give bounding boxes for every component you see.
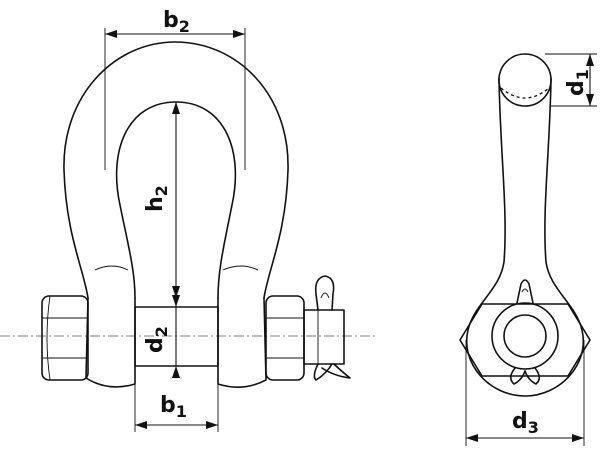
dimension-h2	[172, 102, 180, 298]
side-view	[459, 53, 597, 446]
bow-outer-outline	[63, 41, 289, 299]
label-d2: d2	[143, 326, 171, 353]
right-hex-nut	[265, 295, 305, 381]
label-b1: b1	[160, 393, 187, 421]
side-top-hidden-line	[500, 87, 550, 99]
dimension-d3	[465, 340, 585, 446]
pin-end	[303, 309, 345, 365]
left-eye-curve	[94, 265, 129, 271]
left-hex-nut	[41, 295, 89, 381]
dimension-b1	[134, 366, 219, 432]
cotter-pin	[313, 275, 351, 381]
side-inner-ring	[503, 314, 547, 358]
side-outer-ring	[491, 302, 559, 370]
dimension-b2	[104, 28, 246, 170]
right-eye-body	[217, 297, 267, 388]
label-d1: d1	[564, 69, 592, 96]
right-eye-curve	[222, 265, 259, 271]
side-cotter-pin	[509, 279, 541, 385]
left-eye-body	[85, 297, 136, 388]
side-body-outline	[465, 77, 585, 397]
label-b2: b2	[163, 8, 190, 36]
label-h2: h2	[143, 185, 171, 212]
dimension-d1	[545, 53, 597, 107]
front-view	[0, 28, 375, 432]
dimension-d2	[172, 295, 180, 378]
side-hex-nut	[459, 303, 591, 377]
label-d3: d3	[512, 409, 539, 437]
